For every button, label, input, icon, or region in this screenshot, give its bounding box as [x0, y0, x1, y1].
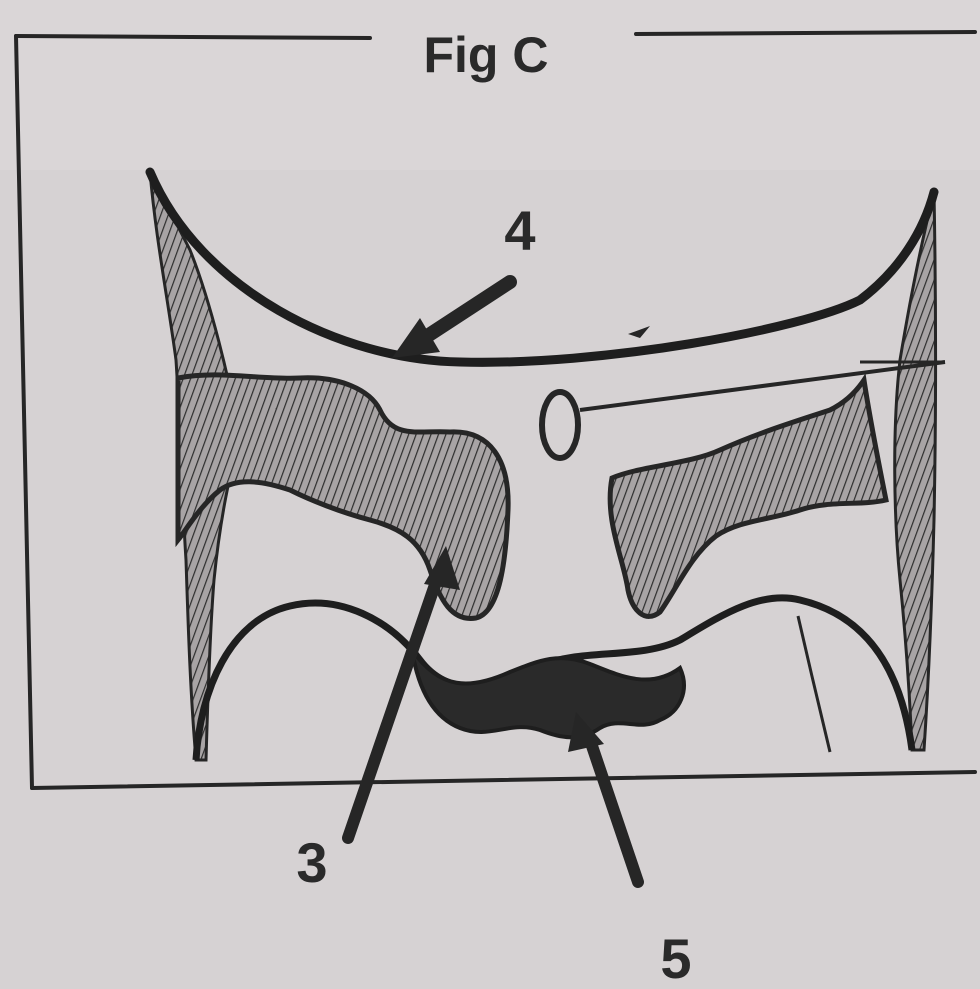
paper-shade	[0, 0, 980, 170]
figure-title: Fig C	[424, 27, 549, 83]
label-3: 3	[296, 831, 327, 894]
label-4: 4	[504, 199, 535, 262]
label-5: 5	[660, 927, 691, 989]
